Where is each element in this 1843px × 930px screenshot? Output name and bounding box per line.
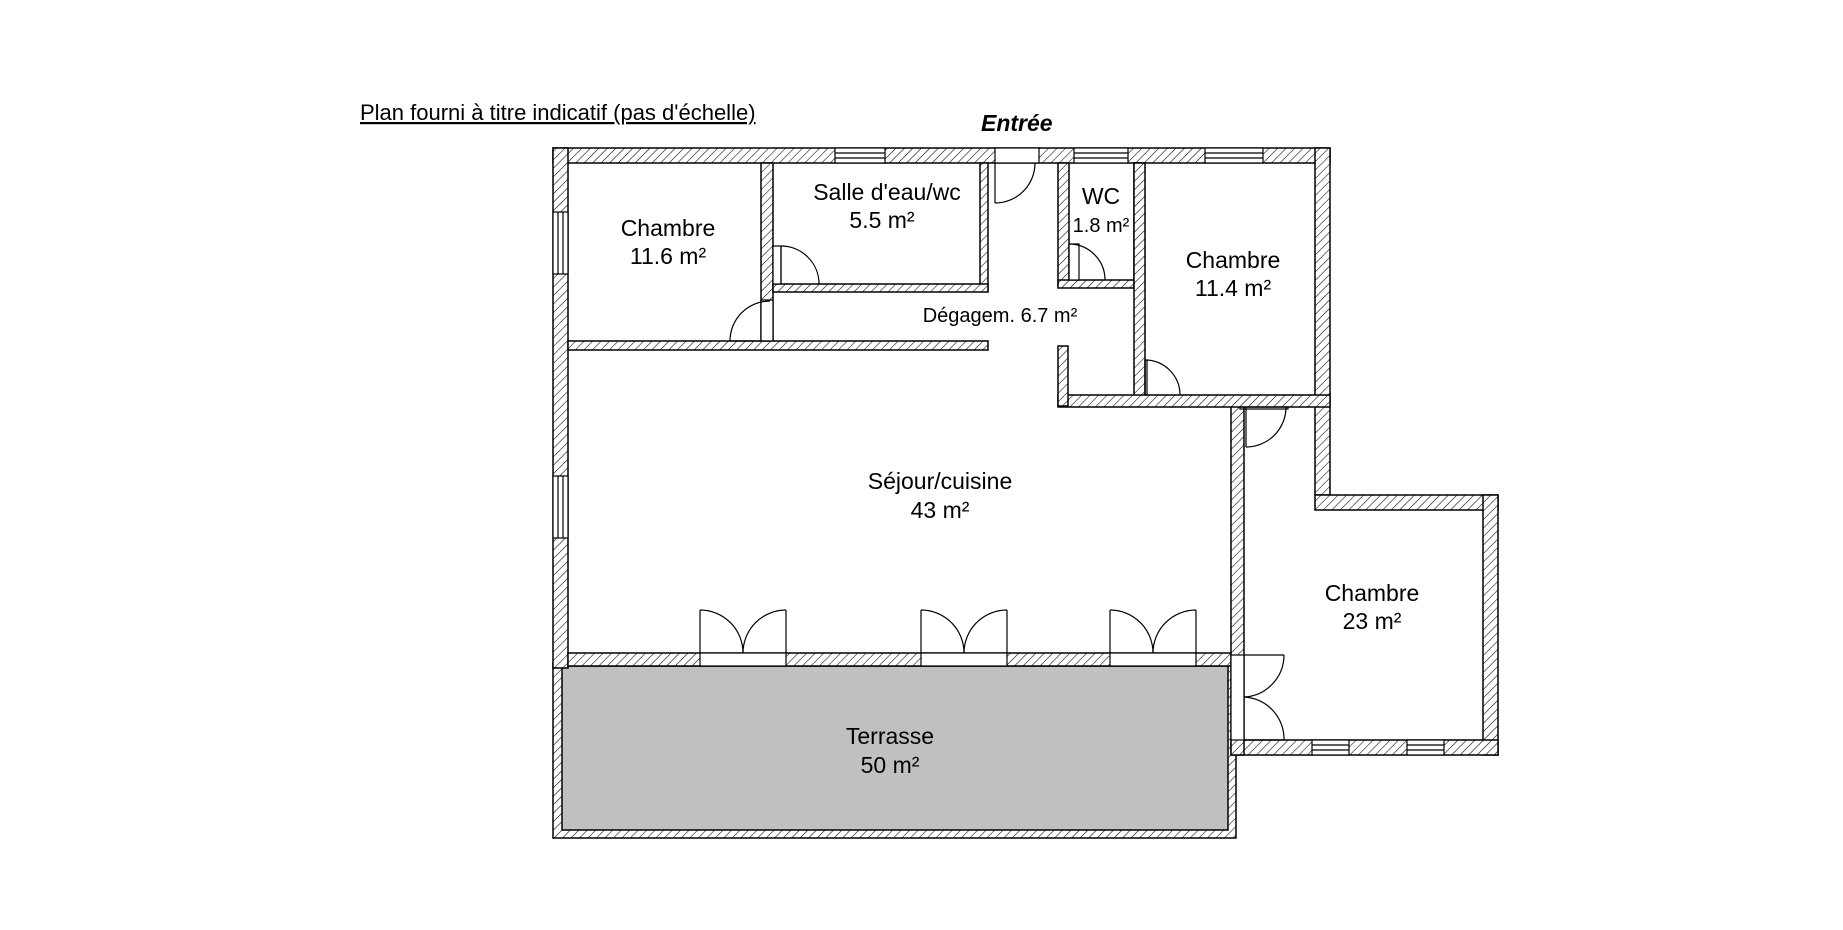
wall-bath-east xyxy=(979,162,989,292)
door-bedroom-ne xyxy=(1144,359,1181,396)
door-bedroom-se-terrace xyxy=(1230,654,1285,741)
room-area-sejour: 43 m² xyxy=(911,497,970,523)
window-north-3 xyxy=(1204,147,1264,164)
wall-corridor-north xyxy=(567,340,989,351)
entrance-label: Entrée xyxy=(981,110,1053,136)
wall-wc-west xyxy=(1057,162,1070,287)
window-south-2 xyxy=(1406,739,1445,756)
wall-south-bedroom xyxy=(1230,739,1499,756)
windows xyxy=(552,147,1445,756)
plan-note: Plan fourni à titre indicatif (pas d'éch… xyxy=(360,100,756,125)
wall-east-upper xyxy=(1314,147,1331,496)
room-name-wc: WC xyxy=(1082,183,1120,209)
wall-bedroom-ne-south xyxy=(1057,394,1331,408)
french-door-1 xyxy=(699,609,787,667)
room-name-salle-eau: Salle d'eau/wc xyxy=(813,179,961,205)
room-area-chambre-ne: 11.4 m² xyxy=(1195,275,1272,301)
room-name-chambre-ne: Chambre xyxy=(1186,247,1281,273)
terrace xyxy=(552,662,1237,839)
room-name-chambre-se: Chambre xyxy=(1325,580,1420,606)
french-door-3 xyxy=(1109,609,1197,667)
window-south-1 xyxy=(1311,739,1350,756)
room-area-chambre-se: 23 m² xyxy=(1343,608,1402,634)
door-wc xyxy=(1068,243,1106,281)
wall-east-step xyxy=(1314,494,1499,511)
door-bedroom-se-north xyxy=(1239,406,1289,448)
room-name-sejour: Séjour/cuisine xyxy=(868,468,1012,494)
window-west-2 xyxy=(552,475,569,539)
room-name-chambre-nw: Chambre xyxy=(621,215,716,241)
room-area-terrasse: 50 m² xyxy=(861,752,920,778)
window-north-1 xyxy=(834,147,886,164)
door-bathroom xyxy=(772,245,820,285)
wall-east-far xyxy=(1482,494,1499,756)
wall-bath-south xyxy=(772,283,989,293)
door-entrance xyxy=(994,147,1040,204)
room-name-terrasse: Terrasse xyxy=(846,723,934,749)
window-north-2 xyxy=(1073,147,1129,164)
room-area-wc: 1.8 m² xyxy=(1073,215,1130,237)
wall-corridor-east-stub xyxy=(1057,345,1069,407)
wall-bedroom-ne-west xyxy=(1133,162,1146,402)
room-area-chambre-nw: 11.6 m² xyxy=(630,243,707,269)
window-west-1 xyxy=(552,211,569,275)
room-label-degagement: Dégagem. 6.7 m² xyxy=(923,305,1078,327)
door-bedroom-nw xyxy=(729,299,774,342)
room-area-salle-eau: 5.5 m² xyxy=(849,207,915,233)
wall-wc-south xyxy=(1057,279,1143,289)
french-door-2 xyxy=(920,609,1008,667)
doors xyxy=(699,147,1289,741)
